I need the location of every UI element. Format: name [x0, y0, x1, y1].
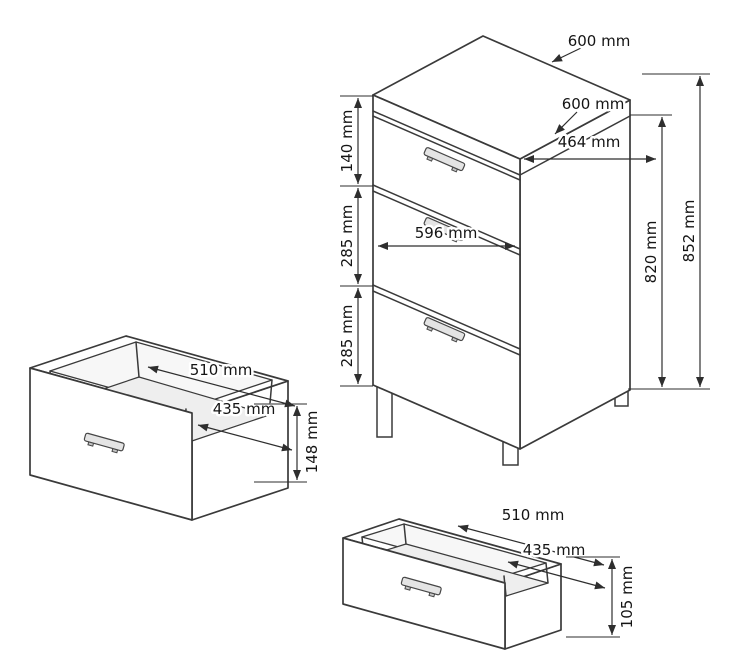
drawer-left-dim-depth-label: 510 mm [190, 361, 253, 379]
cabinet-dim-middle-drawer-height-label: 285 mm [338, 205, 356, 268]
cabinet-drawing [372, 35, 631, 466]
cabinet-left-extension-ticks [340, 95, 373, 387]
cabinet-front-face [372, 94, 521, 450]
open-drawer-bottom-dimensions: 510 mm 435 mm 105 mm [457, 504, 639, 638]
drawer-left-dim-width-line [197, 423, 293, 452]
cabinet-drawer2-handle [423, 217, 466, 243]
cabinet-right-face [519, 99, 631, 450]
drawer-left-dim-depth-line [147, 365, 296, 408]
drawer-bottom-dim-depth-label: 510 mm [502, 506, 565, 524]
drawer-bottom-front-face [342, 537, 506, 650]
drawer-bottom-dim-width-label: 435 mm [523, 541, 586, 559]
open-drawer-bottom-drawing [342, 518, 562, 650]
drawer-bottom-dim-width-line [507, 560, 606, 590]
cabinet-countertop-edge [372, 110, 631, 181]
cabinet-drawer3-handle [423, 317, 466, 343]
drawer-bottom-dim-height-label: 105 mm [618, 566, 636, 629]
open-drawer-left-dimensions: 510 mm 435 mm 148 mm [147, 359, 324, 483]
cabinet-dim-top-inner-width-label: 464 mm [558, 133, 621, 151]
drawer-bottom-handle [400, 576, 442, 598]
cabinet-dim-bottom-drawer-height-label: 285 mm [338, 305, 356, 368]
cabinet-dim-top-depth-label: 600 mm [568, 32, 631, 50]
cabinet-dim-top-drawer-height-label: 140 mm [338, 110, 356, 173]
cabinet-dimensions: 600 mm 600 mm 464 mm 140 mm 285 mm 285 m… [336, 30, 710, 390]
cabinet-drawer1-handle [423, 147, 466, 173]
drawer-left-dim-height-label: 148 mm [303, 411, 321, 474]
cabinet-dim-side-height-label: 820 mm [642, 221, 660, 284]
drawer-left-handle [83, 432, 125, 454]
cabinet-dim-total-height-label: 852 mm [680, 200, 698, 263]
drawer-left-dim-width-label: 435 mm [213, 400, 276, 418]
cabinet-dim-front-inner-width-label: 596 mm [415, 224, 478, 242]
cabinet-dim-top-width-label: 600 mm [562, 95, 625, 113]
cabinet-dim-top-width-leader [554, 111, 578, 135]
drawer-bottom-dim-depth-line [457, 524, 605, 567]
cabinet-dim-top-depth-leader [551, 47, 582, 63]
